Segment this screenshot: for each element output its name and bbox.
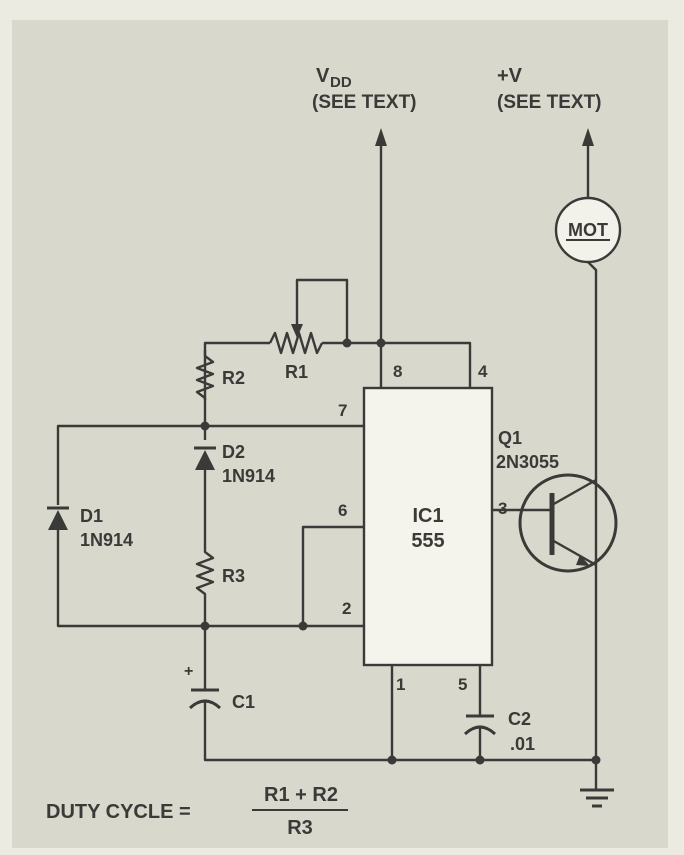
ic-part: 555 [411,530,444,552]
duty-cycle-denominator: R3 [287,817,313,839]
pin6-wire [301,525,364,626]
r1-wiper-arrow [291,324,303,338]
c1-capacitor [188,688,596,762]
pin7-wire [56,424,364,505]
pin-3-label: 3 [498,499,507,518]
q1-part: 2N3055 [496,452,559,472]
vdd-note: (SEE TEXT) [312,92,417,113]
junction [387,755,397,765]
motor-ground-wire [587,261,598,790]
pin-8-label: 8 [393,362,402,381]
wire-top-right [322,341,472,388]
pin-6-label: 6 [338,501,347,520]
junction [298,621,308,631]
d2-label: D2 [222,442,245,462]
r1-potentiometer [268,331,324,355]
c2-label: C2 [508,709,531,729]
r3-label: R3 [222,566,245,586]
d2-part: 1N914 [222,466,275,486]
vdd-subscript: DD [330,74,352,91]
duty-cycle-numerator: R1 + R2 [264,784,338,806]
ic-label: IC1 [412,505,443,527]
d1-part: 1N914 [80,530,133,550]
v-supply-arrow [582,128,594,198]
junction [475,755,485,765]
junction [342,338,352,348]
pin-5-label: 5 [458,675,467,694]
v-label: +V [497,65,523,87]
pin-7-label: 7 [338,401,347,420]
wire-top-left [203,341,270,400]
r1-label: R1 [285,362,308,382]
c2-capacitor [463,714,497,760]
pin-4-label: 4 [478,362,488,381]
c2-value: .01 [510,734,535,754]
ic1-555-chip [362,386,494,667]
pin-2-label: 2 [342,599,351,618]
q1-transistor [492,473,618,573]
v-note: (SEE TEXT) [497,92,602,113]
junction [591,755,601,765]
junction [200,421,210,431]
c1-polarity: + [184,663,193,680]
c1-label: C1 [232,692,255,712]
r1-wiper-wire [295,278,349,343]
d1-diode [47,506,364,628]
d2-diode [194,446,216,546]
r2-label: R2 [222,368,245,388]
r3-resistor [195,546,215,690]
duty-cycle-label: DUTY CYCLE = [46,801,191,823]
vdd-label: V [316,65,330,87]
q1-label: Q1 [498,428,522,448]
pin-1-label: 1 [396,675,405,694]
junction [200,621,210,631]
vdd-supply-arrow [375,128,387,343]
ground-icon [580,788,614,808]
panel-background [12,20,668,848]
r2-resistor [195,350,215,440]
junction [376,338,386,348]
d1-label: D1 [80,506,103,526]
motor-label: MOT [568,220,608,240]
